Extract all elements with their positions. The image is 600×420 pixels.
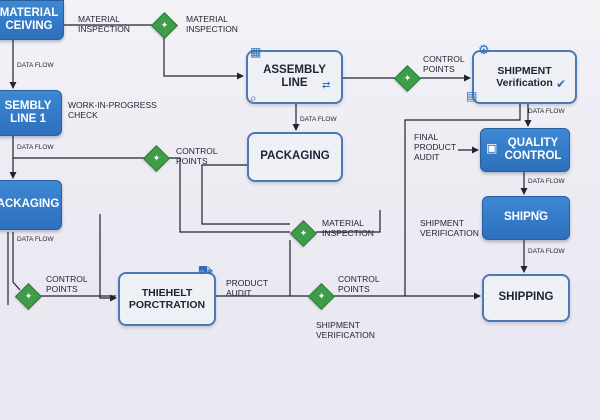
wrench-icon: ✦ xyxy=(317,291,326,301)
node-label: QUALITY CONTROL xyxy=(504,136,562,162)
wrench-icon: ✦ xyxy=(24,291,33,301)
node-label: SHIPNG xyxy=(503,211,549,224)
wrench-icon: ✦ xyxy=(160,20,169,30)
material-inspection-label: MATERIAL INSPECTION xyxy=(78,14,130,35)
boxes-icon: ▣ xyxy=(486,141,498,155)
node-label: ACKAGING xyxy=(0,198,60,211)
assembly-line-1-node[interactable]: SEMBLY LINE 1 xyxy=(0,90,62,136)
product-audit-label: PRODUCT AUDIT xyxy=(226,278,269,299)
data-flow-label: DATA FLOW xyxy=(17,62,54,69)
forklift-icon: ⛟ xyxy=(198,263,214,277)
magnifier-icon: ⌕ xyxy=(536,205,543,219)
shipment-verification-label: SHIPMENT VERIFICATION xyxy=(420,218,479,239)
shipment-verification-node[interactable]: SHIPMENT Verification xyxy=(472,50,577,104)
control-points-label: CONTROL POINTS xyxy=(176,146,218,167)
data-flow-label: DATA FLOW xyxy=(17,144,54,151)
transfer-icon: ⇄ xyxy=(322,80,331,91)
node-label: PACKAGING xyxy=(260,150,330,163)
packaging-node[interactable]: PACKAGING xyxy=(247,132,343,182)
wrench-icon: ✦ xyxy=(403,73,412,83)
material-inspection-label: MATERIAL INSPECTION xyxy=(186,14,238,35)
control-points-label: CONTROL POINTS xyxy=(423,54,465,75)
shipment-verification-label: SHIPMENT Verification xyxy=(316,320,375,341)
data-flow-label: DATA FLOW xyxy=(528,108,565,115)
assembly-line-node[interactable]: ASSEMBLY LINE xyxy=(246,50,343,104)
thiehelt-porctration-node[interactable]: THIEHELT PORCTRATION xyxy=(118,272,216,326)
node-label: SHIPPING xyxy=(498,291,554,304)
clipboard-icon: ▤ xyxy=(466,89,478,103)
packaging-left-node[interactable]: ACKAGING xyxy=(0,180,62,230)
work-in-progress-label: WORK-IN-PROGRESS CHECK xyxy=(68,100,157,121)
control-points-label: CONTROL POINTS xyxy=(338,274,380,295)
shipng-node[interactable]: SHIPNG xyxy=(482,196,570,240)
magnifier-icon: ⌕ xyxy=(250,91,257,105)
wrench-icon: ✦ xyxy=(299,228,308,238)
wrench-icon: ✦ xyxy=(152,153,161,163)
node-label: THIEHELT PORCTRATION xyxy=(128,286,206,311)
conveyor-icon: ▦ xyxy=(250,45,262,59)
data-flow-label: DATA FLOW xyxy=(300,116,337,123)
verify-person-icon: ✔ xyxy=(556,77,567,91)
node-label: SEMBLY LINE 1 xyxy=(4,99,52,125)
quality-control-node[interactable]: QUALITY CONTROL xyxy=(480,128,570,172)
node-label: ASSEMBLY LINE xyxy=(263,63,326,89)
node-label: MATERIAL CEIVING xyxy=(0,6,59,32)
shipping-node[interactable]: SHIPPING xyxy=(482,274,570,322)
gear-check-icon: ⚙ xyxy=(478,42,490,57)
data-flow-label: DATA FLOW xyxy=(528,178,565,185)
data-flow-label: DATA FLOW xyxy=(17,236,54,243)
material-inspection-label: MATERIAL INSPECTION xyxy=(322,218,374,239)
final-product-audit-label: FINAL PRODUCT AUDIT xyxy=(414,132,457,163)
data-flow-label: DATA FLOW xyxy=(528,248,565,255)
control-points-label: CONTROL POINTS xyxy=(46,274,88,295)
material-receiving-node[interactable]: MATERIAL CEIVING xyxy=(0,0,64,40)
node-label: SHIPMENT Verification xyxy=(496,64,553,89)
